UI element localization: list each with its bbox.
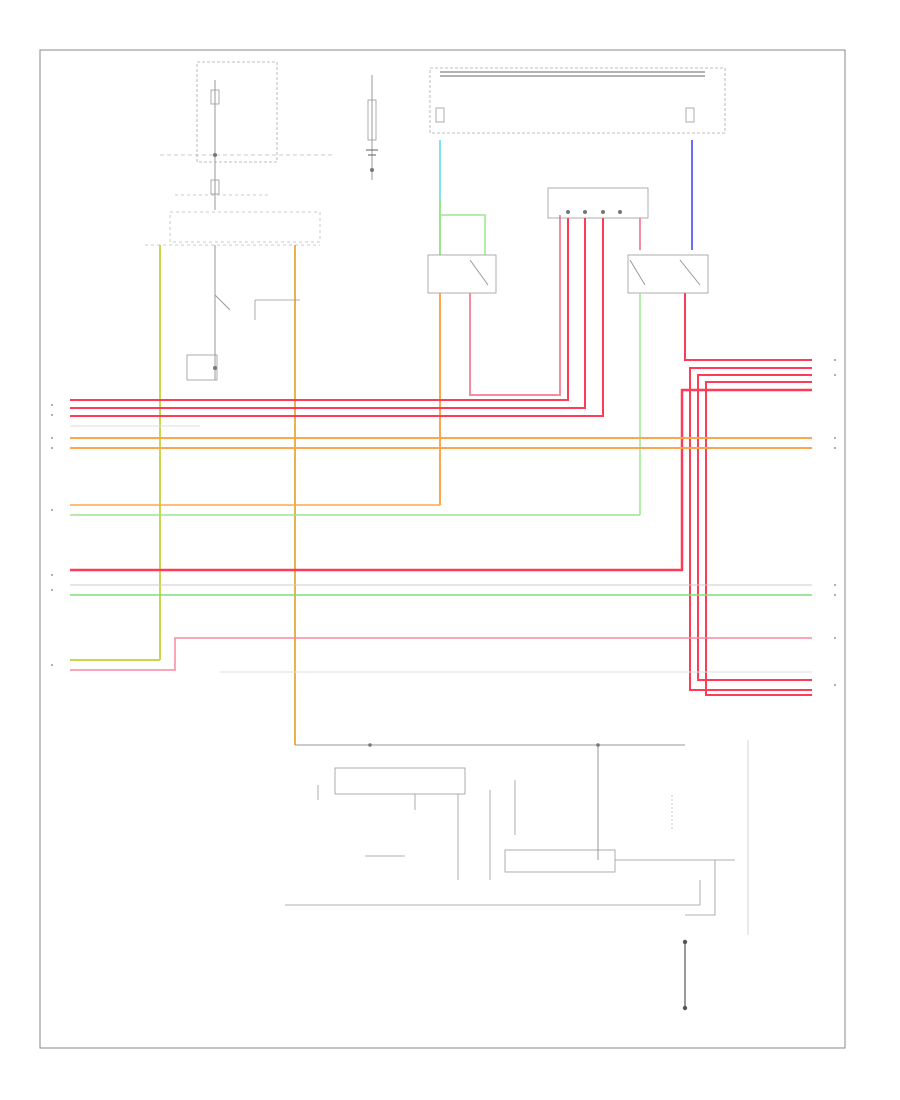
- wire-red-1: [70, 218, 569, 401]
- relay-left: [427, 254, 497, 294]
- relay-right: [627, 254, 709, 294]
- battery: [366, 75, 378, 180]
- wire-red-right-loop-3: [705, 381, 812, 696]
- ground-symbol: [682, 939, 688, 1011]
- diagram-frame: [39, 49, 846, 1049]
- wire-red-right-loop-1: [689, 367, 812, 691]
- wire-green-relay-left: [440, 214, 486, 255]
- bottom-module-right: [489, 780, 735, 880]
- bottom-module-left: [317, 767, 466, 880]
- wire-pink-relay-left: [469, 215, 561, 396]
- switch-left: [186, 294, 300, 381]
- wire-red-long: [70, 388, 812, 572]
- fuse-box-top-right: [429, 67, 726, 134]
- left-edge-markers: [51, 404, 53, 666]
- right-edge-markers: [834, 359, 836, 686]
- fuse-box-top-left: [160, 61, 335, 210]
- wire-red-2: [70, 218, 586, 409]
- wire-red-right-loop-2: [697, 374, 812, 681]
- wire-red-right-top: [684, 293, 812, 361]
- bottom-bus: [295, 743, 685, 860]
- connector-block-middle: [547, 187, 649, 219]
- connector-block-left: [145, 211, 321, 246]
- wire-red-3: [70, 218, 604, 417]
- wire-pink-long: [70, 637, 812, 671]
